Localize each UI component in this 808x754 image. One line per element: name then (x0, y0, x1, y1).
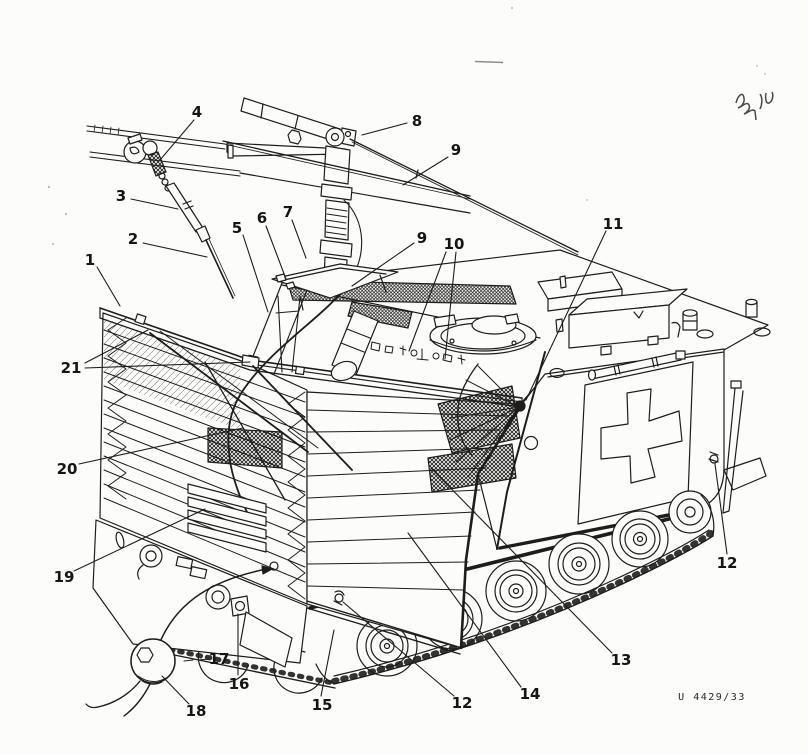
hull-rear-lower (92, 519, 308, 668)
callout-label-11: 11 (603, 215, 624, 233)
callout-label-14: 14 (520, 685, 541, 703)
callout-label-17: 17 (209, 650, 230, 668)
scan-artifacts (47, 7, 766, 438)
handwritten-mark (735, 91, 774, 121)
mast-head (325, 127, 357, 147)
mud-flap (239, 611, 293, 668)
callout-label-21: 21 (61, 359, 82, 377)
leader-line-5 (242, 234, 269, 313)
tent-structure (99, 285, 526, 655)
leader-line-19 (73, 508, 206, 572)
leader-line-18 (161, 675, 190, 705)
callout-label-9b: 9 (417, 229, 427, 247)
callout-label-19: 19 (54, 568, 75, 586)
leader-line-21 (84, 329, 251, 369)
callout-label-7: 7 (283, 203, 293, 221)
arrowhead (261, 565, 273, 575)
leader-line-15 (320, 629, 335, 697)
ground-ball (85, 561, 279, 717)
leader-line-1 (96, 266, 121, 307)
callout-label-2: 2 (128, 230, 138, 248)
tow-hook (137, 544, 163, 580)
leader-line-10 (408, 251, 457, 360)
front-wedge (708, 380, 767, 514)
hatch-ring (429, 313, 537, 355)
leader-line-14 (407, 532, 522, 688)
callout-label-1: 1 (85, 251, 95, 269)
stowed-antenna-rods (86, 124, 471, 214)
leader-line-2 (142, 242, 208, 258)
figure-reference: U 4429/33 (678, 692, 746, 703)
callout-label-9a: 9 (451, 141, 461, 159)
callout-label-10: 10 (444, 235, 465, 253)
leader-line-7 (291, 219, 307, 259)
leader-line-20 (78, 427, 244, 465)
callout-labels: 1 2 3 4 5 6 7 8 9 9 10 11 12 12 13 14 15… (54, 103, 738, 720)
tent-bottom-rail (306, 600, 463, 655)
support-frame (273, 289, 308, 375)
callout-label-12b: 12 (452, 694, 473, 712)
mast-base-plate (271, 263, 399, 311)
callout-label-4: 4 (192, 103, 202, 121)
clevis-bracket (230, 595, 250, 617)
callout-label-12a: 12 (717, 554, 738, 572)
roof-clamp-cluster (370, 341, 466, 365)
leader-line-9a (402, 156, 449, 186)
callout-label-5: 5 (232, 219, 242, 237)
tent-top-rail (99, 307, 523, 408)
callout-label-18: 18 (186, 702, 207, 720)
antenna-cable (227, 285, 348, 519)
antenna-mast (240, 97, 399, 382)
tiedown-hook (333, 590, 345, 606)
stowage-box-large (568, 288, 688, 356)
roof-fittings (555, 275, 771, 339)
leader-line-13 (430, 467, 613, 654)
leader-line-12b (342, 601, 455, 697)
stretcher-stack (187, 483, 267, 553)
stowed-pole (587, 350, 686, 381)
leader-line-6 (265, 225, 287, 280)
leader-line-11 (525, 230, 607, 401)
callout-label-8: 8 (412, 112, 422, 130)
whip-antenna (147, 151, 236, 299)
antenna-rods (222, 138, 579, 256)
callout-label-6: 6 (257, 209, 267, 227)
exhaust-outlet (205, 584, 231, 610)
callout-label-20: 20 (57, 460, 78, 478)
callout-label-13: 13 (611, 651, 632, 669)
callout-label-16: 16 (229, 675, 250, 693)
leader-line-8 (361, 122, 408, 136)
leader-line-12a (714, 463, 728, 555)
leader-line-9b (351, 242, 415, 287)
callout-label-15: 15 (312, 696, 333, 714)
idler-wheel (668, 490, 712, 534)
leader-line-17 (183, 658, 210, 662)
stowed-cylinder (330, 310, 379, 382)
leader-line-4 (159, 119, 195, 161)
hex-nut (287, 129, 302, 145)
callout-label-3: 3 (116, 187, 126, 205)
leader-line-3 (130, 198, 179, 210)
leader-lines (73, 119, 728, 705)
